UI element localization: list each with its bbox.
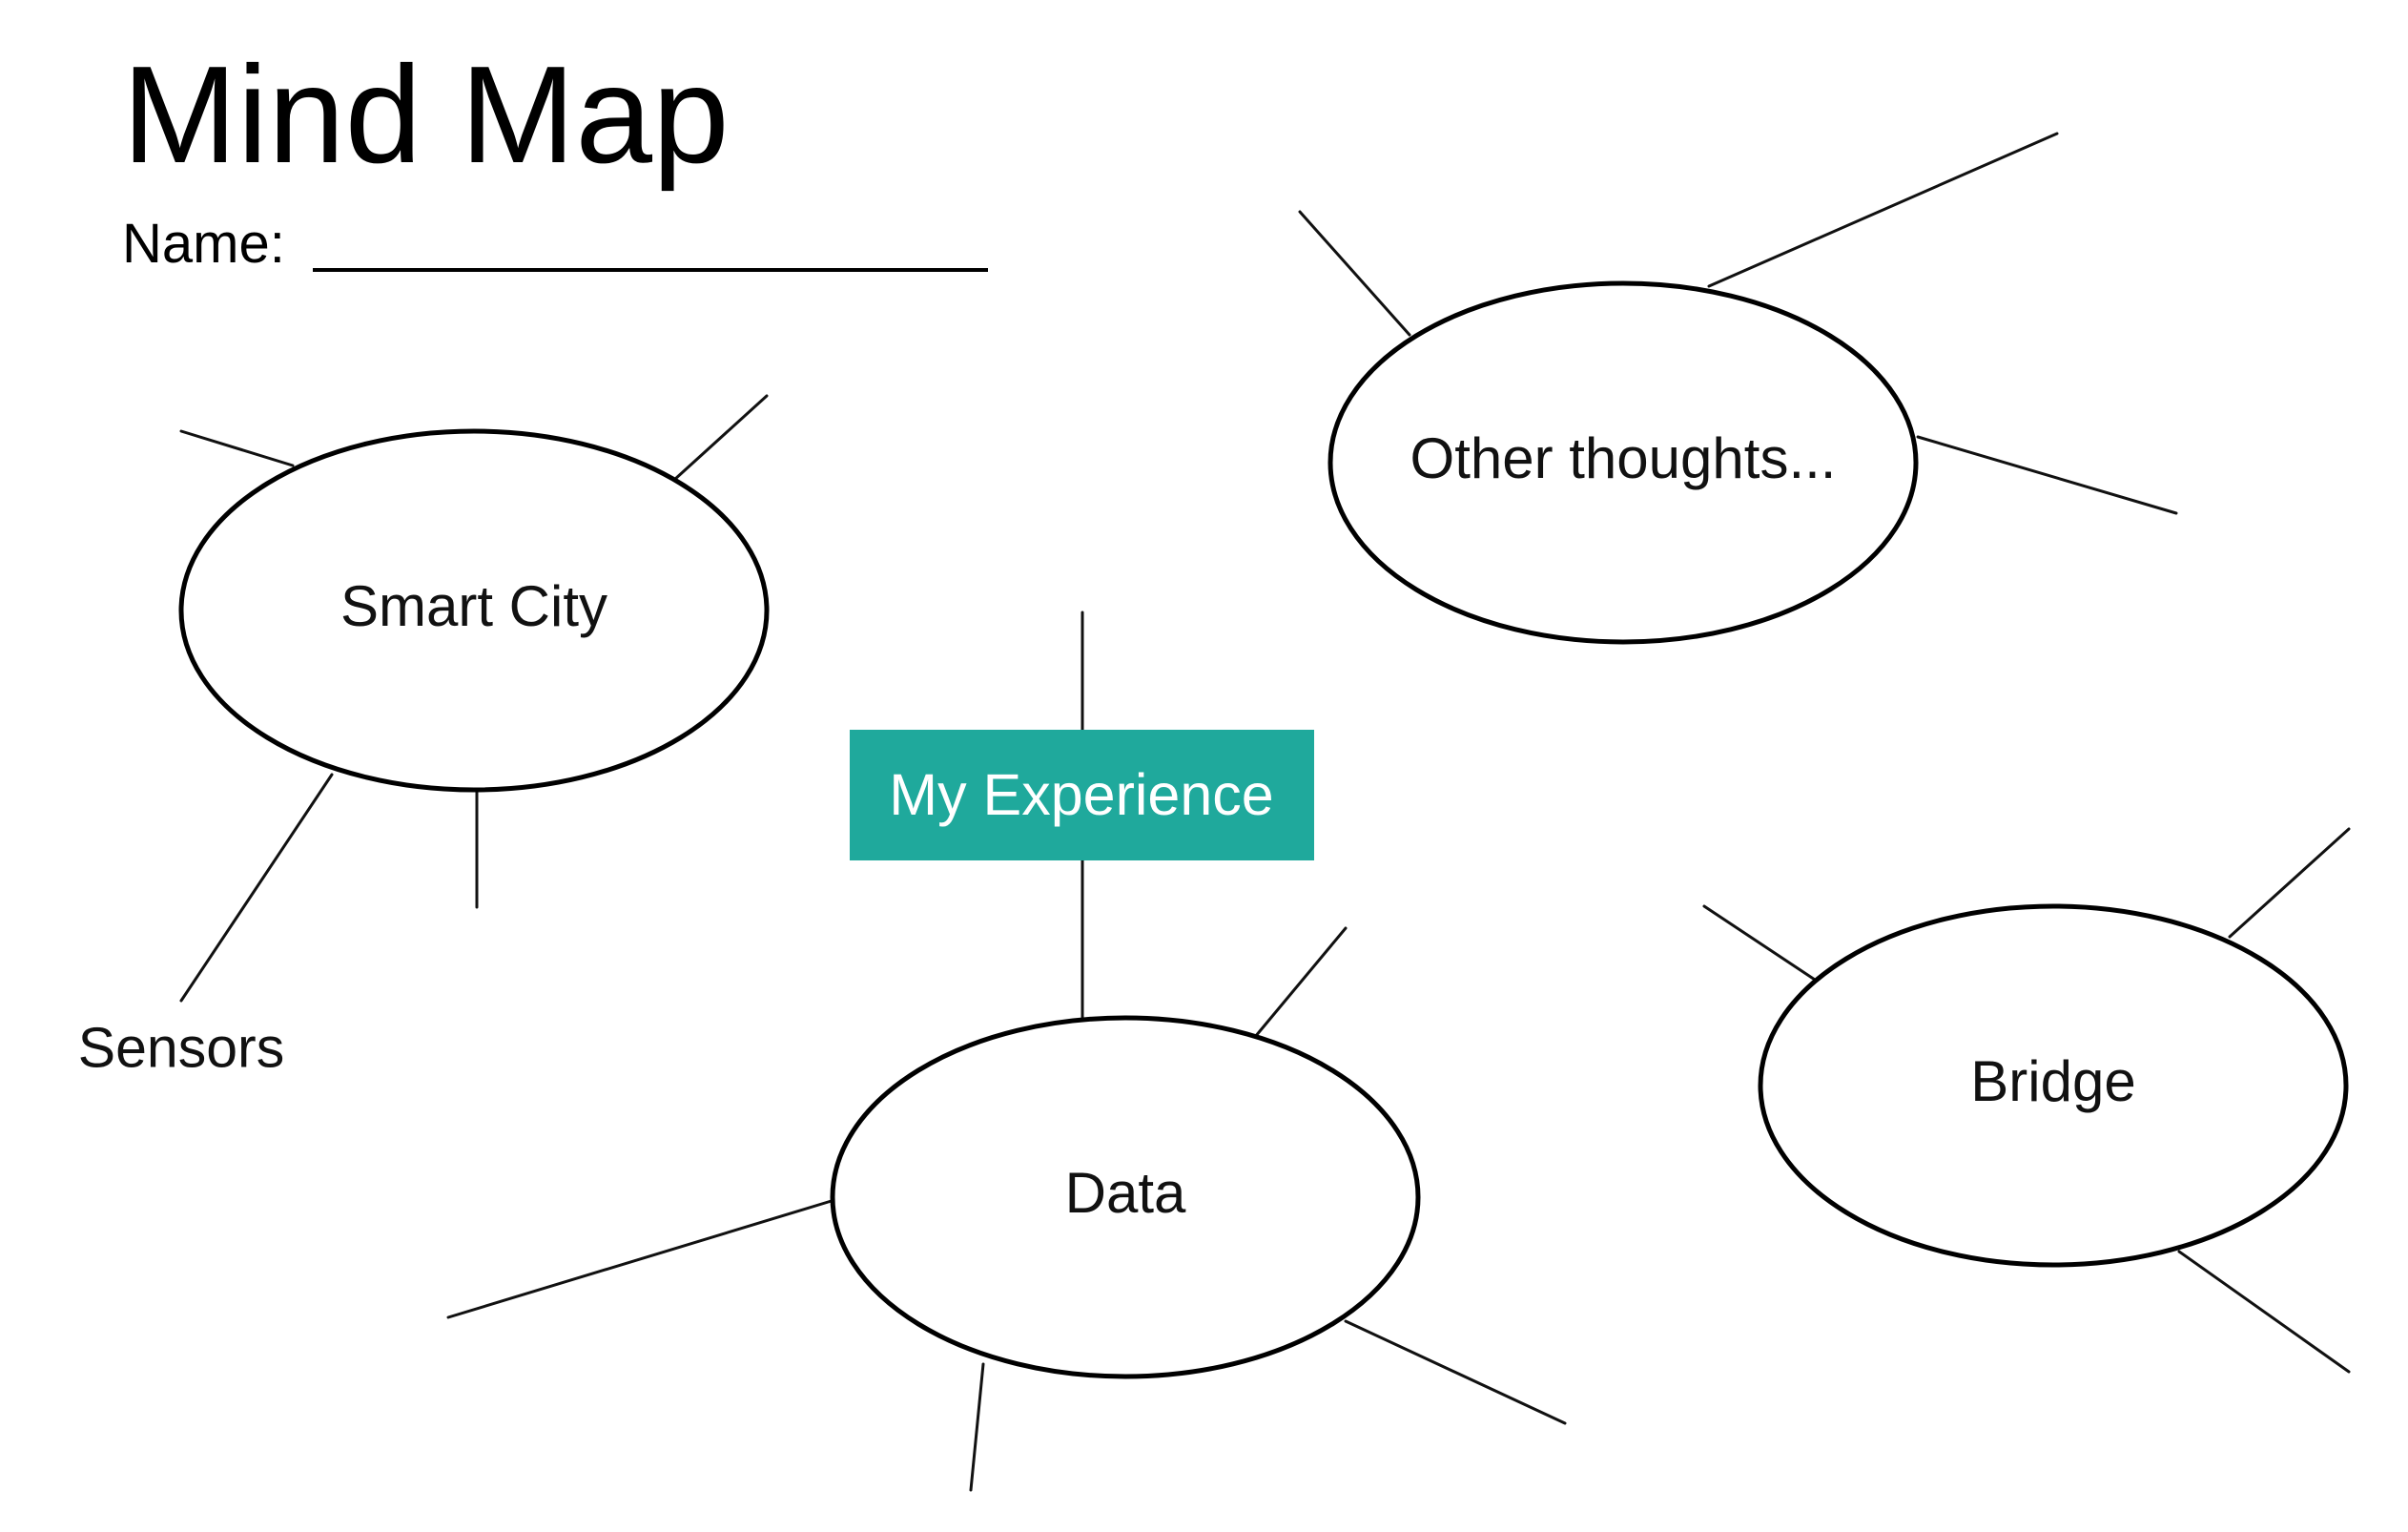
data-node	[830, 1015, 1421, 1379]
other-thoughts-node	[1327, 280, 1919, 645]
bridge-label: Bridge	[1970, 1049, 2135, 1113]
smart-city-node	[178, 428, 770, 793]
data-branch-line	[1344, 1319, 1567, 1425]
data-branch-line	[446, 1198, 836, 1319]
bridge-branch-line	[2177, 1250, 2351, 1374]
other-thoughts-label: Other thoughts...	[1410, 426, 1837, 490]
smart-city-label: Smart City	[340, 574, 607, 638]
smart-city-branch-line	[672, 394, 769, 482]
data-branch-line	[969, 1362, 985, 1492]
central-topic-box	[850, 730, 1314, 860]
sensors-label: Sensors	[78, 1017, 284, 1080]
bridge-branch-line	[2228, 827, 2351, 939]
name-label: Name:	[122, 213, 285, 275]
page-title: Mind Map	[122, 37, 730, 192]
bridge-node	[1758, 903, 2349, 1268]
smart-city-branch-line	[179, 429, 295, 467]
other-thoughts-branch-line	[1707, 132, 2059, 288]
other-thoughts-branch-line	[1298, 210, 1411, 337]
sensors-branch-line	[179, 773, 334, 1003]
data-label: Data	[1065, 1161, 1186, 1225]
central-topic-label: My Experience	[889, 762, 1273, 827]
bridge-branch-line	[1702, 904, 1817, 982]
data-branch-line	[1253, 926, 1348, 1039]
other-thoughts-branch-line	[1916, 435, 2178, 515]
